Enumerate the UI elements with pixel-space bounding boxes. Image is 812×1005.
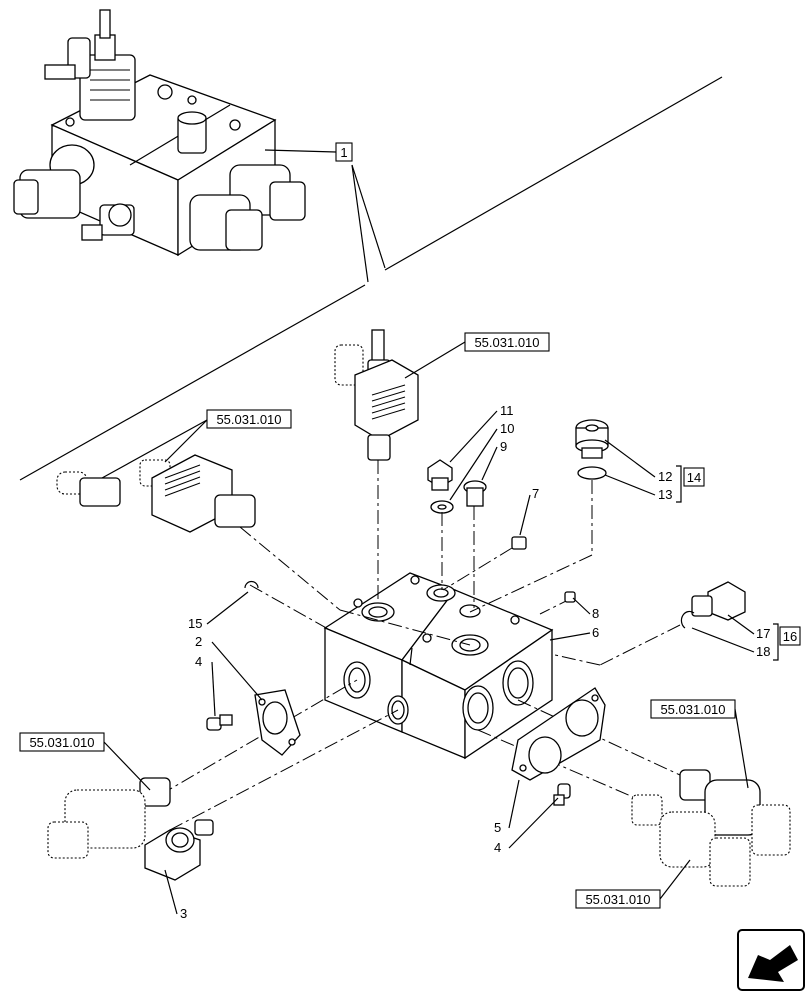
- screw-4-lower: [553, 783, 571, 806]
- plug-12: [575, 419, 609, 459]
- ref-label-11: 11: [500, 403, 514, 418]
- ref-label-4a: 4: [195, 654, 202, 669]
- ref-label-6: 6: [592, 625, 599, 640]
- ref-label-1: 1: [340, 145, 347, 160]
- ref-box-16: [779, 626, 801, 646]
- ref-label-4b: 4: [494, 840, 501, 855]
- top-solenoid: [334, 329, 419, 461]
- ref-label-9: 9: [500, 439, 507, 454]
- pin-7: [511, 536, 527, 550]
- separator-line-lower: [19, 284, 366, 481]
- right-solenoid-upper: [679, 769, 791, 856]
- ref-box-left-solenoid: [206, 409, 292, 429]
- pin-8: [564, 591, 576, 603]
- o-ring-13: [577, 466, 607, 480]
- plug-9: [463, 480, 487, 507]
- ref-label-12: 12: [658, 469, 672, 484]
- ref-left-solenoid: 55.031.010: [216, 412, 281, 427]
- gasket-2: [254, 689, 301, 756]
- ref-label-13: 13: [658, 487, 672, 502]
- ref-label-2: 2: [195, 634, 202, 649]
- ref-right-solenoid-lower: 55.031.010: [585, 892, 650, 907]
- next-page-arrow-icon[interactable]: [737, 929, 805, 991]
- ref-label-10: 10: [500, 421, 514, 436]
- ref-right-solenoid-upper: 55.031.010: [660, 702, 725, 717]
- bottom-left-solenoid: [47, 777, 171, 859]
- left-solenoid: [56, 454, 256, 533]
- ref-box-14: [683, 467, 705, 487]
- o-ring-18: [680, 610, 695, 629]
- gasket-5: [511, 687, 606, 781]
- snap-ring-15: [244, 580, 259, 589]
- ref-label-8: 8: [592, 606, 599, 621]
- plug-11: [427, 459, 453, 491]
- plug-17: [691, 581, 746, 621]
- ref-label-15: 15: [188, 616, 202, 631]
- ref-label-18: 18: [756, 644, 770, 659]
- ref-label-3: 3: [180, 906, 187, 921]
- right-solenoid-lower: [631, 794, 751, 887]
- separator-line-upper: [384, 76, 723, 271]
- ref-label-16: 16: [783, 629, 797, 644]
- ref-label-7: 7: [532, 486, 539, 501]
- screw-4-upper: [206, 714, 233, 731]
- ref-label-5: 5: [494, 820, 501, 835]
- ref-top-solenoid: 55.031.010: [474, 335, 539, 350]
- assembled-valve-thumbnail: [13, 9, 306, 257]
- fitting-3: [144, 819, 214, 881]
- ref-bottom-left-solenoid: 55.031.010: [29, 735, 94, 750]
- ref-label-14: 14: [687, 470, 701, 485]
- ref-label-17: 17: [756, 626, 770, 641]
